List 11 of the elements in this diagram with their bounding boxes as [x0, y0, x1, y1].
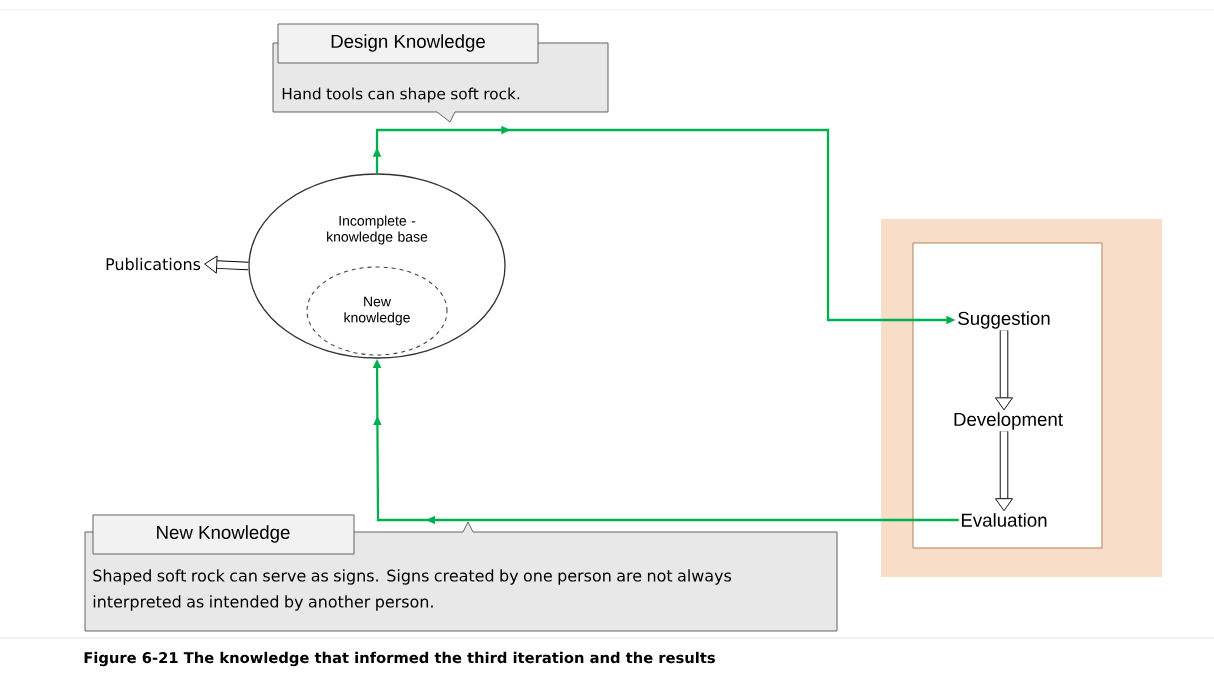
arrow — [995, 431, 1013, 512]
arrow — [204, 255, 249, 274]
caption: Figure 6-21 The knowledge that informed the third iteration and the results — [84, 651, 715, 667]
step-label: Suggestion — [958, 311, 1050, 329]
label-text: Publications — [106, 257, 201, 271]
callout: New Knowledge Shaped soft rock can serve as signs. Signs created by one person are not always interpreted as intended by another person. — [84, 514, 838, 632]
step-label: Development — [954, 412, 1063, 430]
callout: Design Knowledge Hand tools can shape soft rock. — [272, 23, 609, 123]
arrow — [995, 330, 1013, 411]
step-label: Evaluation — [961, 513, 1047, 527]
process-box — [912, 242, 1103, 549]
